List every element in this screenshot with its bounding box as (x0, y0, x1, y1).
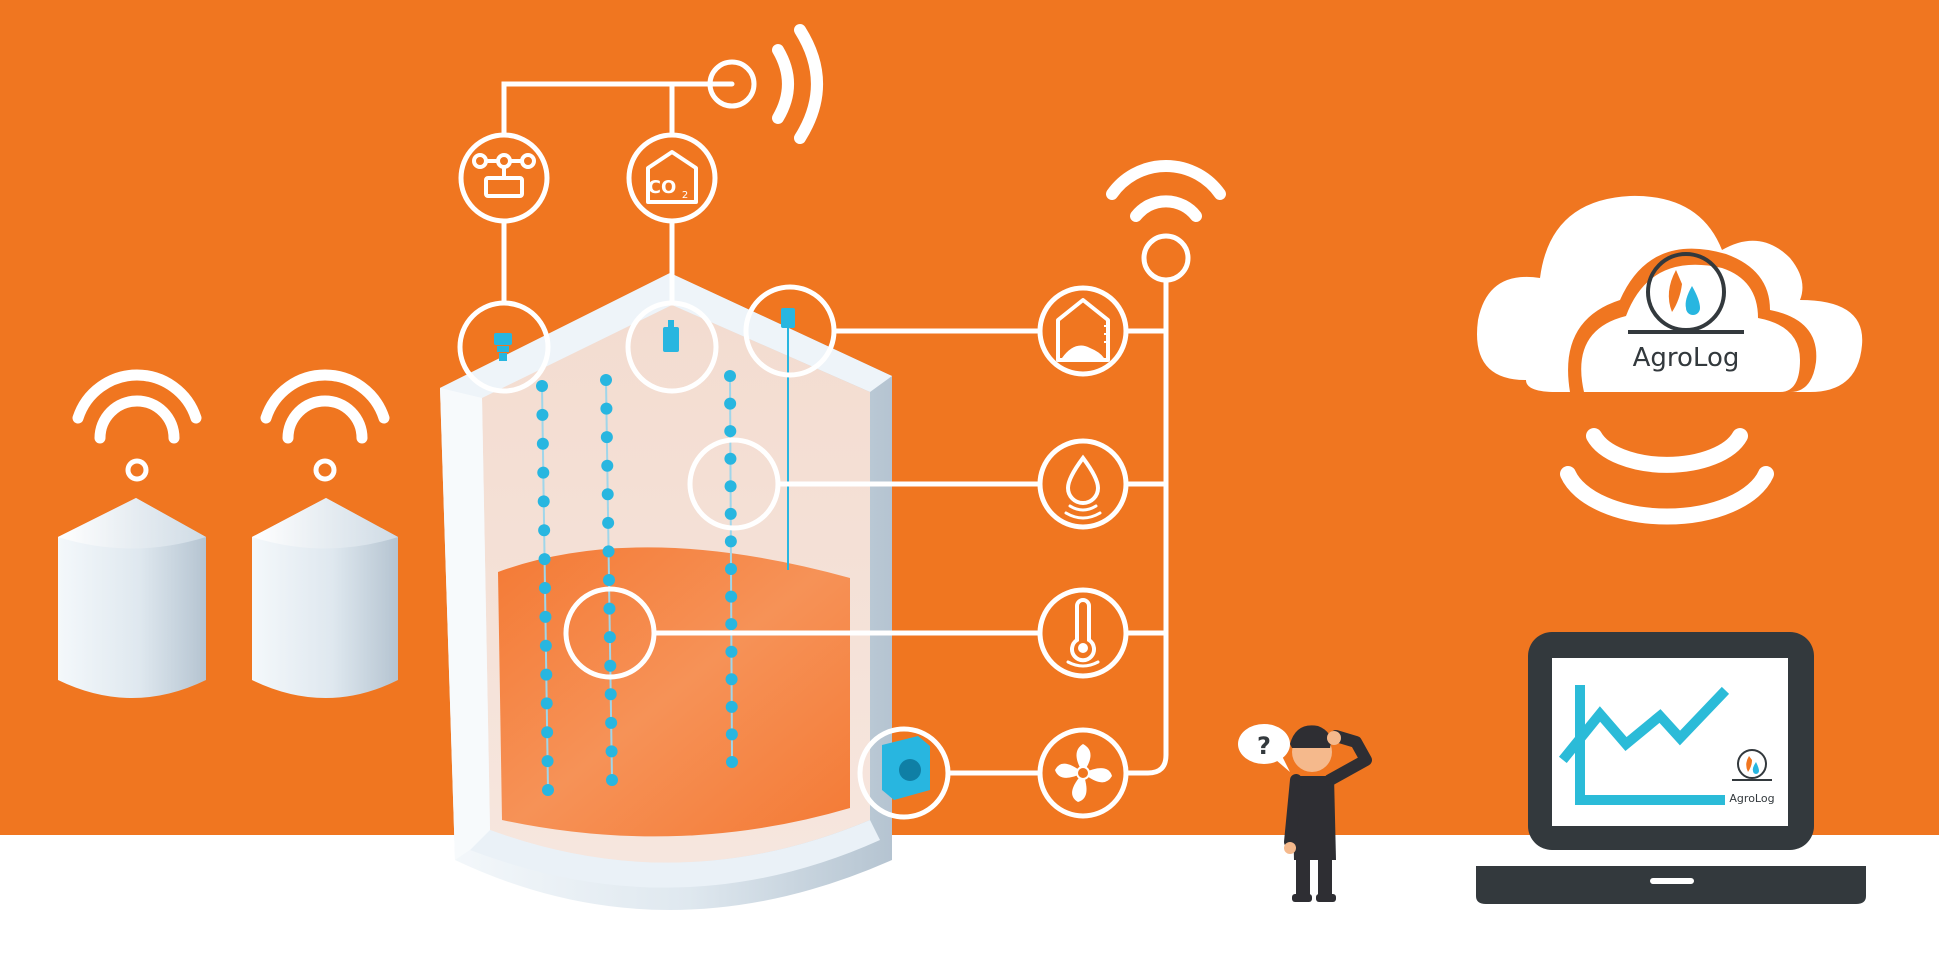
laptop-chart (1558, 685, 1730, 805)
sensor-node (725, 590, 738, 603)
weather-station-icon (458, 132, 550, 224)
svg-text:2: 2 (682, 190, 688, 201)
ring-markers (457, 59, 1191, 820)
sensor-node (541, 755, 554, 768)
co2-sensor-icon: CO 2 (626, 132, 718, 224)
sensor-node (725, 673, 738, 686)
sensor-node (602, 516, 615, 529)
sensor-node (725, 563, 737, 575)
wifi-signal-icon (72, 369, 202, 482)
sensor-node (724, 452, 737, 465)
wifi-signal-icon (1560, 428, 1774, 525)
grain-level-icon (1037, 285, 1129, 377)
sensor-node (606, 774, 618, 786)
sensor-node (724, 507, 737, 520)
sensor-node (605, 745, 618, 758)
roof-sensor-left (494, 333, 512, 361)
sensor-node (536, 437, 549, 450)
sensor-node (724, 370, 736, 382)
sensor-node (602, 545, 615, 558)
sensor-node (724, 480, 737, 493)
sensor-node (540, 668, 553, 681)
agrolog-logo-cloud: AgroLog (1628, 252, 1744, 373)
sensor-node (605, 716, 618, 729)
sensor-node (600, 431, 613, 444)
sensor-node (542, 784, 554, 796)
speech-bubble-text: ? (1257, 732, 1271, 760)
roof-sensor-right (781, 308, 795, 570)
moisture-icon (1037, 438, 1129, 530)
sensor-node (539, 639, 552, 652)
small-silo-left (58, 498, 206, 698)
sensor-node (536, 380, 548, 392)
wifi-signal-icon (260, 369, 390, 482)
thermometer-icon (1037, 587, 1129, 679)
sensor-node (725, 645, 738, 658)
sensor-node (724, 535, 737, 548)
sensor-node (725, 728, 738, 741)
confused-person: ? (1238, 724, 1372, 902)
sensor-node (601, 488, 614, 501)
sensor-node (537, 495, 550, 508)
sensor-node (536, 408, 549, 421)
sensor-node (541, 726, 554, 739)
sensor-node (600, 402, 613, 415)
fan-icon (1037, 727, 1129, 819)
roof-sensor-middle (663, 320, 679, 352)
sensor-node (537, 466, 550, 479)
sensor-node (724, 425, 737, 438)
cloud-logo-text: AgroLog (1633, 343, 1740, 373)
sensor-node (540, 697, 553, 710)
sensor-node (538, 524, 551, 537)
sensor-node (603, 602, 616, 615)
laptop-logo-text: AgroLog (1729, 792, 1774, 805)
sensor-node (539, 610, 552, 623)
sensor-node (604, 688, 617, 701)
sensor-node (603, 631, 616, 644)
sensor-node (603, 574, 615, 586)
sensor-node (725, 700, 738, 713)
sensor-node (601, 459, 614, 472)
sensor-node (724, 397, 737, 410)
sensor-node (600, 374, 612, 386)
sensor-node (604, 659, 617, 672)
wifi-signal-icon (772, 24, 823, 144)
sensor-node (725, 618, 738, 631)
sensor-node (539, 582, 551, 594)
small-silo-right (252, 498, 398, 698)
sensor-node (538, 553, 551, 566)
agrolog-logo-laptop: AgroLog (1729, 749, 1775, 805)
sensor-node (726, 756, 738, 768)
fan-housing (882, 736, 930, 800)
silo-icon (440, 273, 892, 910)
wifi-signal-icon (1106, 160, 1226, 222)
svg-text:CO: CO (648, 177, 677, 198)
